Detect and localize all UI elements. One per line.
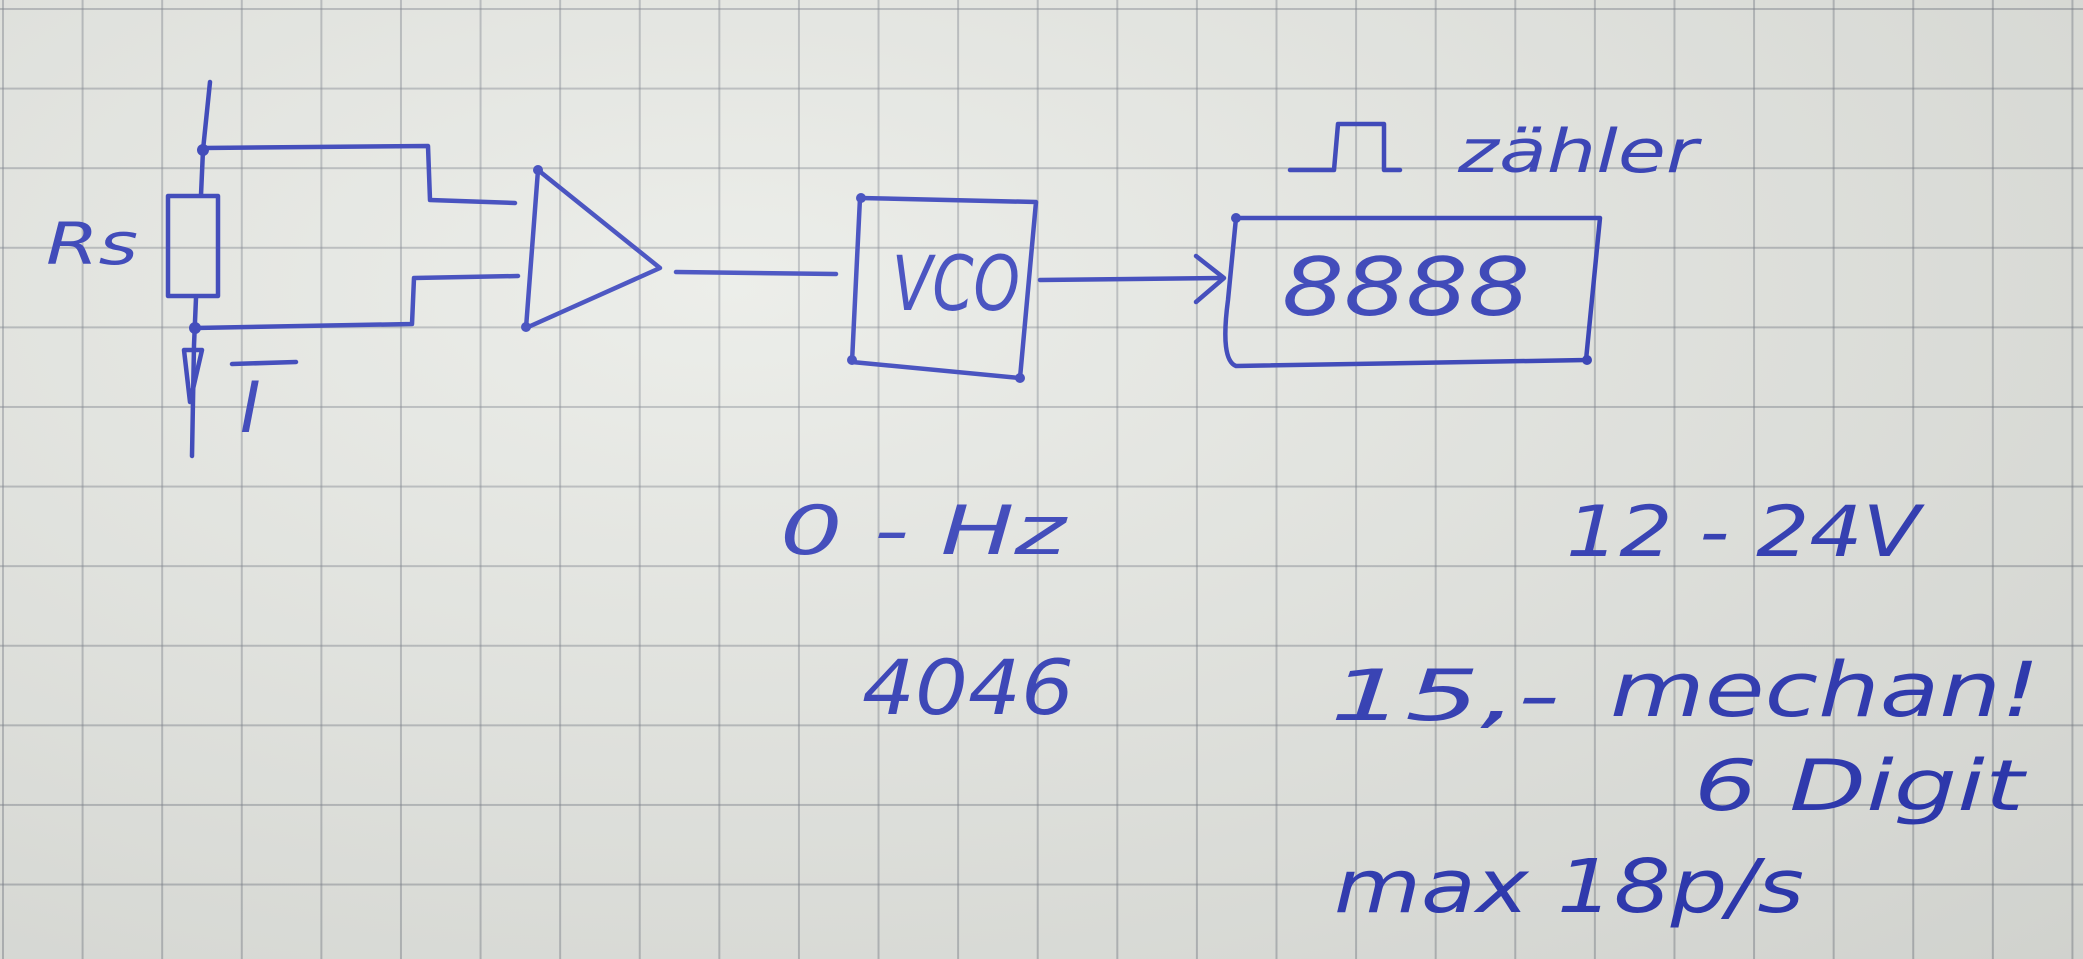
mechanical-note: mechan! — [1610, 645, 2040, 734]
frequency-note: 0 - Hz — [780, 492, 1068, 571]
vco-label: VCO — [892, 239, 1020, 328]
amplifier-symbol — [521, 165, 839, 332]
arrow-head-icon — [1193, 253, 1227, 305]
price-note: 15,- — [1330, 655, 1560, 737]
chip-note: 4046 — [862, 643, 1074, 732]
current-arrow-icon — [181, 347, 205, 405]
max-rate-note: max 18p/s — [1334, 844, 1804, 930]
resistor-symbol — [165, 193, 221, 299]
resistor-label: Rs — [46, 210, 138, 278]
sense-wires — [192, 143, 521, 331]
digits-note: 6 Digit — [1694, 745, 2028, 827]
current-label: I — [240, 367, 261, 449]
counter-display: 8888 — [1223, 213, 1603, 369]
voltage-note: 12 - 24V — [1566, 491, 1925, 573]
shunt-resistor-branch — [165, 79, 221, 459]
signal-arrow — [1037, 253, 1227, 305]
counter-header: zähler — [1287, 117, 1703, 187]
counter-note: zähler — [1457, 117, 1703, 187]
vco-block: VCO — [847, 193, 1039, 383]
pulse-waveform-icon — [1287, 121, 1403, 173]
display-digits: 8888 — [1282, 241, 1530, 334]
